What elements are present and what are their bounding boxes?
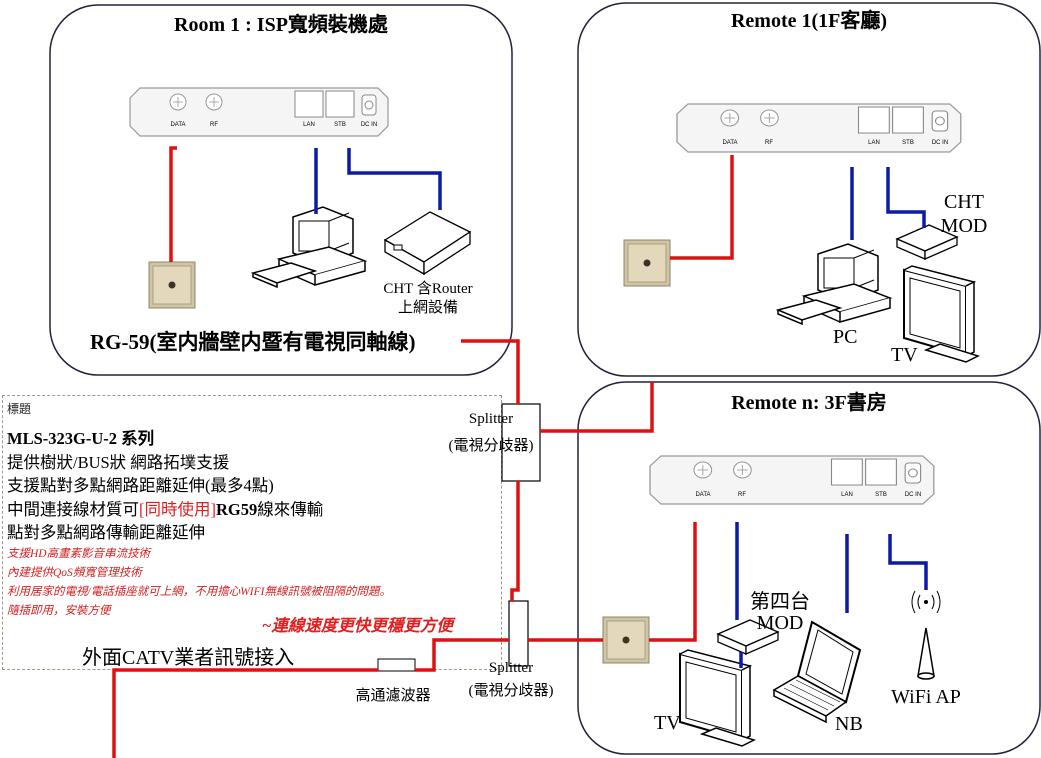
fourth-mod-label-1: 第四台 (750, 590, 810, 613)
room1-wall-plate (148, 261, 196, 309)
note-hd: 支援HD高畫素影音串流技術 (7, 547, 151, 560)
feature-extension: 支援點對多點網路距離延伸(最多4點) (7, 476, 274, 495)
remoten-wall-plate (602, 616, 650, 664)
slogan: ~連線速度更快更穩更方便 (262, 616, 453, 635)
wifi-ap-icon (911, 590, 941, 680)
coax-cables (112, 146, 734, 758)
port-stb-label: STB (334, 122, 346, 128)
highpass-filter (377, 658, 416, 672)
note-wifi: 利用居家的電視/電話插座就可上網，不用擔心WIFI無線訊號被阻隔的問題。 (7, 585, 391, 598)
rg59-label: RG-59(室内牆壁内暨有電視同軸線) (90, 330, 415, 354)
cht-router-label-2: 上網設備 (398, 299, 458, 316)
catv-in-label: 外面CATV業者訊號接入 (82, 646, 294, 669)
port-dcin-label: DC IN (932, 140, 948, 146)
feature-cable-c: RG59 (216, 499, 258, 519)
splitter-upper-label: Splitter (469, 411, 513, 427)
splitter-upper-label-cn: (電視分歧器) (449, 437, 534, 454)
port-stb-label: STB (902, 140, 914, 146)
description-tag: 標題 (7, 402, 32, 416)
cht-router-label-1: CHT 含Router (383, 280, 472, 297)
port-rf-label: RF (738, 492, 746, 498)
port-data-label: DATA (722, 140, 737, 146)
remote1-wall-plate (623, 239, 671, 287)
cht-router-icon (383, 211, 472, 276)
highpass-label: 高通濾波器 (355, 687, 430, 704)
feature-topology: 提供樹狀/BUS狀 網路拓墣支援 (7, 452, 230, 472)
product-series: MLS-323G-U-2 系列 (7, 429, 155, 448)
feature-p2mp: 點對多點網路傳輸距離延伸 (7, 523, 205, 542)
feature-cable-d: 線來傳輸 (257, 499, 324, 519)
port-lan-label: LAN (303, 122, 315, 128)
room1-panel (49, 4, 513, 376)
nb-icon (772, 620, 862, 724)
remote1-tv-label: TV (891, 344, 918, 366)
splitter-lower-label-cn: (電視分歧器) (469, 682, 554, 699)
splitter-lower (508, 600, 529, 667)
room1-title: Room 1 : ISP寬頻裝機處 (174, 12, 388, 36)
fourth-mod-label-2: MOD (757, 612, 804, 634)
port-dcin-label: DC IN (905, 492, 921, 498)
splitter-lower-label: Splitter (489, 660, 533, 676)
splitter-upper (501, 403, 541, 482)
remote1-modem: DATA RF LAN STB DC IN (676, 103, 962, 153)
port-rf-label: RF (210, 122, 218, 128)
remoten-modem: DATA RF LAN STB DC IN (649, 455, 935, 505)
port-lan-label: LAN (841, 492, 853, 498)
port-rf-label: RF (765, 140, 773, 146)
feature-cable: 中間連接線材質可[同時使用]RG59線來傳輸 (7, 498, 527, 522)
port-data-label: DATA (170, 122, 185, 128)
cht-mod-label-1: CHT (944, 191, 984, 213)
port-lan-label: LAN (868, 140, 880, 146)
feature-cable-b: [同時使用] (139, 499, 216, 519)
nb-label: NB (835, 713, 863, 735)
ethernet-cables (314, 148, 928, 668)
description-panel: 標題 MLS-323G-U-2 系列 提供樹狀/BUS狀 網路拓墣支援 支援點對… (7, 400, 527, 621)
remoten-tv-label: TV (654, 712, 681, 734)
port-dcin-label: DC IN (361, 122, 377, 128)
feature-cable-a: 中間連接線材質可 (7, 499, 139, 519)
note-plug: 隨插即用，安裝方便 (7, 604, 111, 617)
port-stb-label: STB (875, 492, 887, 498)
remote1-title: Remote 1(1F客廳) (731, 8, 887, 32)
cht-mod-label-2: MOD (941, 215, 988, 237)
wifi-ap-label: WiFi AP (891, 686, 961, 708)
note-qos: 內建提供QoS頻寬管理技術 (7, 566, 142, 579)
pc-label: PC (833, 326, 857, 348)
port-data-label: DATA (695, 492, 710, 498)
room1-modem: DATA RF LAN STB DC IN (129, 87, 389, 137)
remoten-title: Remote n: 3F書房 (731, 390, 887, 414)
